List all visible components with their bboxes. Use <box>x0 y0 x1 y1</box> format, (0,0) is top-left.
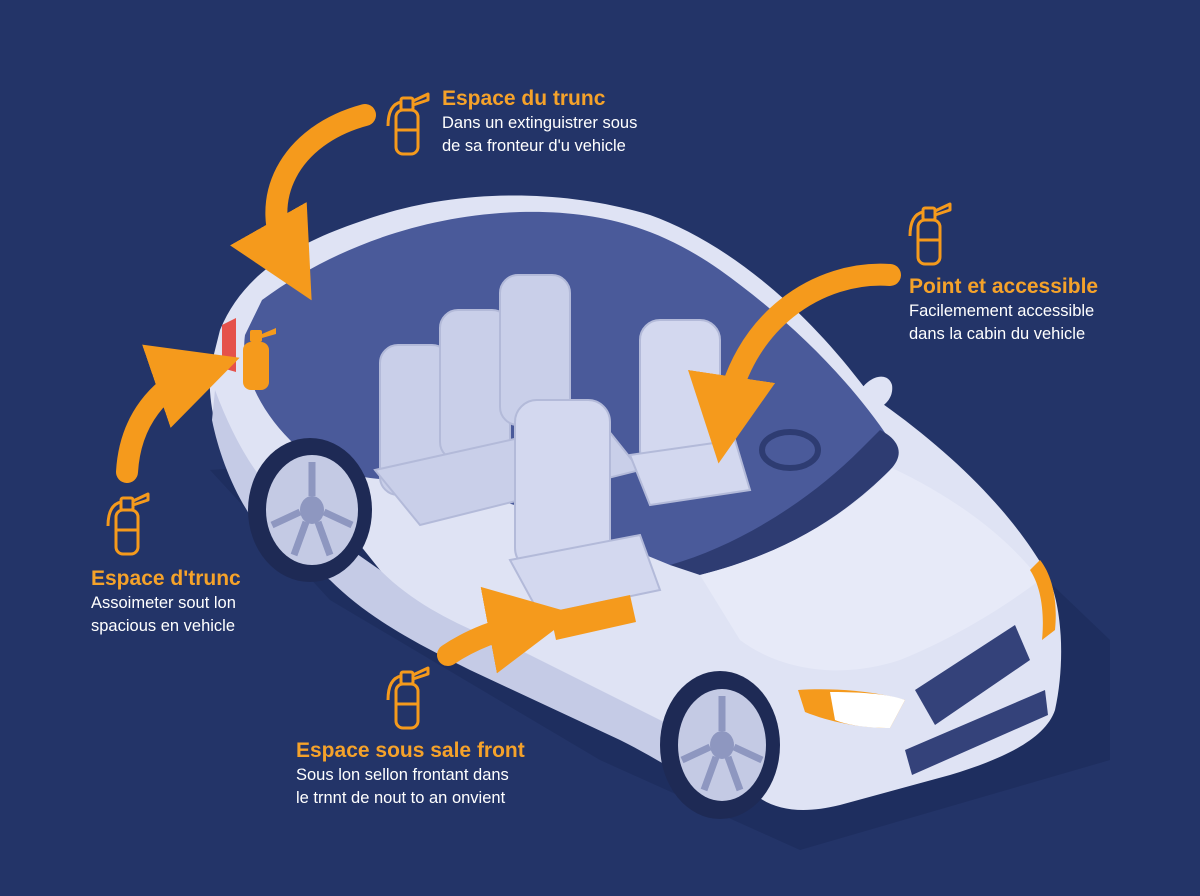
arrow-top <box>230 104 376 301</box>
trunk-extinguisher-icon <box>243 328 276 390</box>
fire-extinguisher-outline-icon <box>386 666 430 730</box>
side-mirror <box>862 376 893 410</box>
arrow-bottom <box>437 586 576 674</box>
callout-top-line-2: de sa fronteur d'u vehicle <box>442 137 626 155</box>
callout-left-line-2: spacious en vehicle <box>91 617 236 635</box>
callout-top-line-1: Dans un extinguistrer sous <box>442 114 638 132</box>
car-grille <box>915 625 1030 725</box>
car-hood <box>700 468 1040 671</box>
callout-left-line-1: Assoimeter sout lon <box>91 594 236 612</box>
callout-bottom-line-1: Sous lon sellon frontant dans <box>296 766 509 784</box>
callout-right: Point et accessible Facilemement accessi… <box>909 274 1098 346</box>
rear-wheel <box>248 438 372 582</box>
arrow-right <box>688 263 901 464</box>
car-lower-grille <box>905 690 1048 775</box>
callout-top-title: Espace du trunc <box>442 87 606 110</box>
callout-bottom-title: Espace sous sale front <box>296 739 525 762</box>
callout-top: Espace du trunc Dans un extinguistrer so… <box>442 86 637 158</box>
callout-right-title: Point et accessible <box>909 275 1099 298</box>
callout-right-line-2: dans la cabin du vehicle <box>909 325 1086 343</box>
callout-left: Espace d'trunc Assoimeter sout lon spaci… <box>91 566 241 638</box>
taillight <box>222 318 236 372</box>
arrow-left <box>116 344 240 483</box>
fire-extinguisher-outline-icon <box>386 92 430 156</box>
fire-extinguisher-outline-icon <box>106 492 150 556</box>
front-wheel <box>660 671 780 819</box>
callout-bottom-line-2: le trnnt de nout to an onvient <box>296 789 506 807</box>
callout-bottom: Espace sous sale front Sous lon sellon f… <box>296 738 525 810</box>
fire-extinguisher-outline-icon <box>908 202 952 266</box>
callout-right-line-1: Facilemement accessible <box>909 302 1095 320</box>
callout-left-title: Espace d'trunc <box>91 567 241 590</box>
headlight-right <box>1030 560 1056 640</box>
car-windshield-frame <box>670 430 899 575</box>
headlight-left-lens <box>830 692 905 728</box>
